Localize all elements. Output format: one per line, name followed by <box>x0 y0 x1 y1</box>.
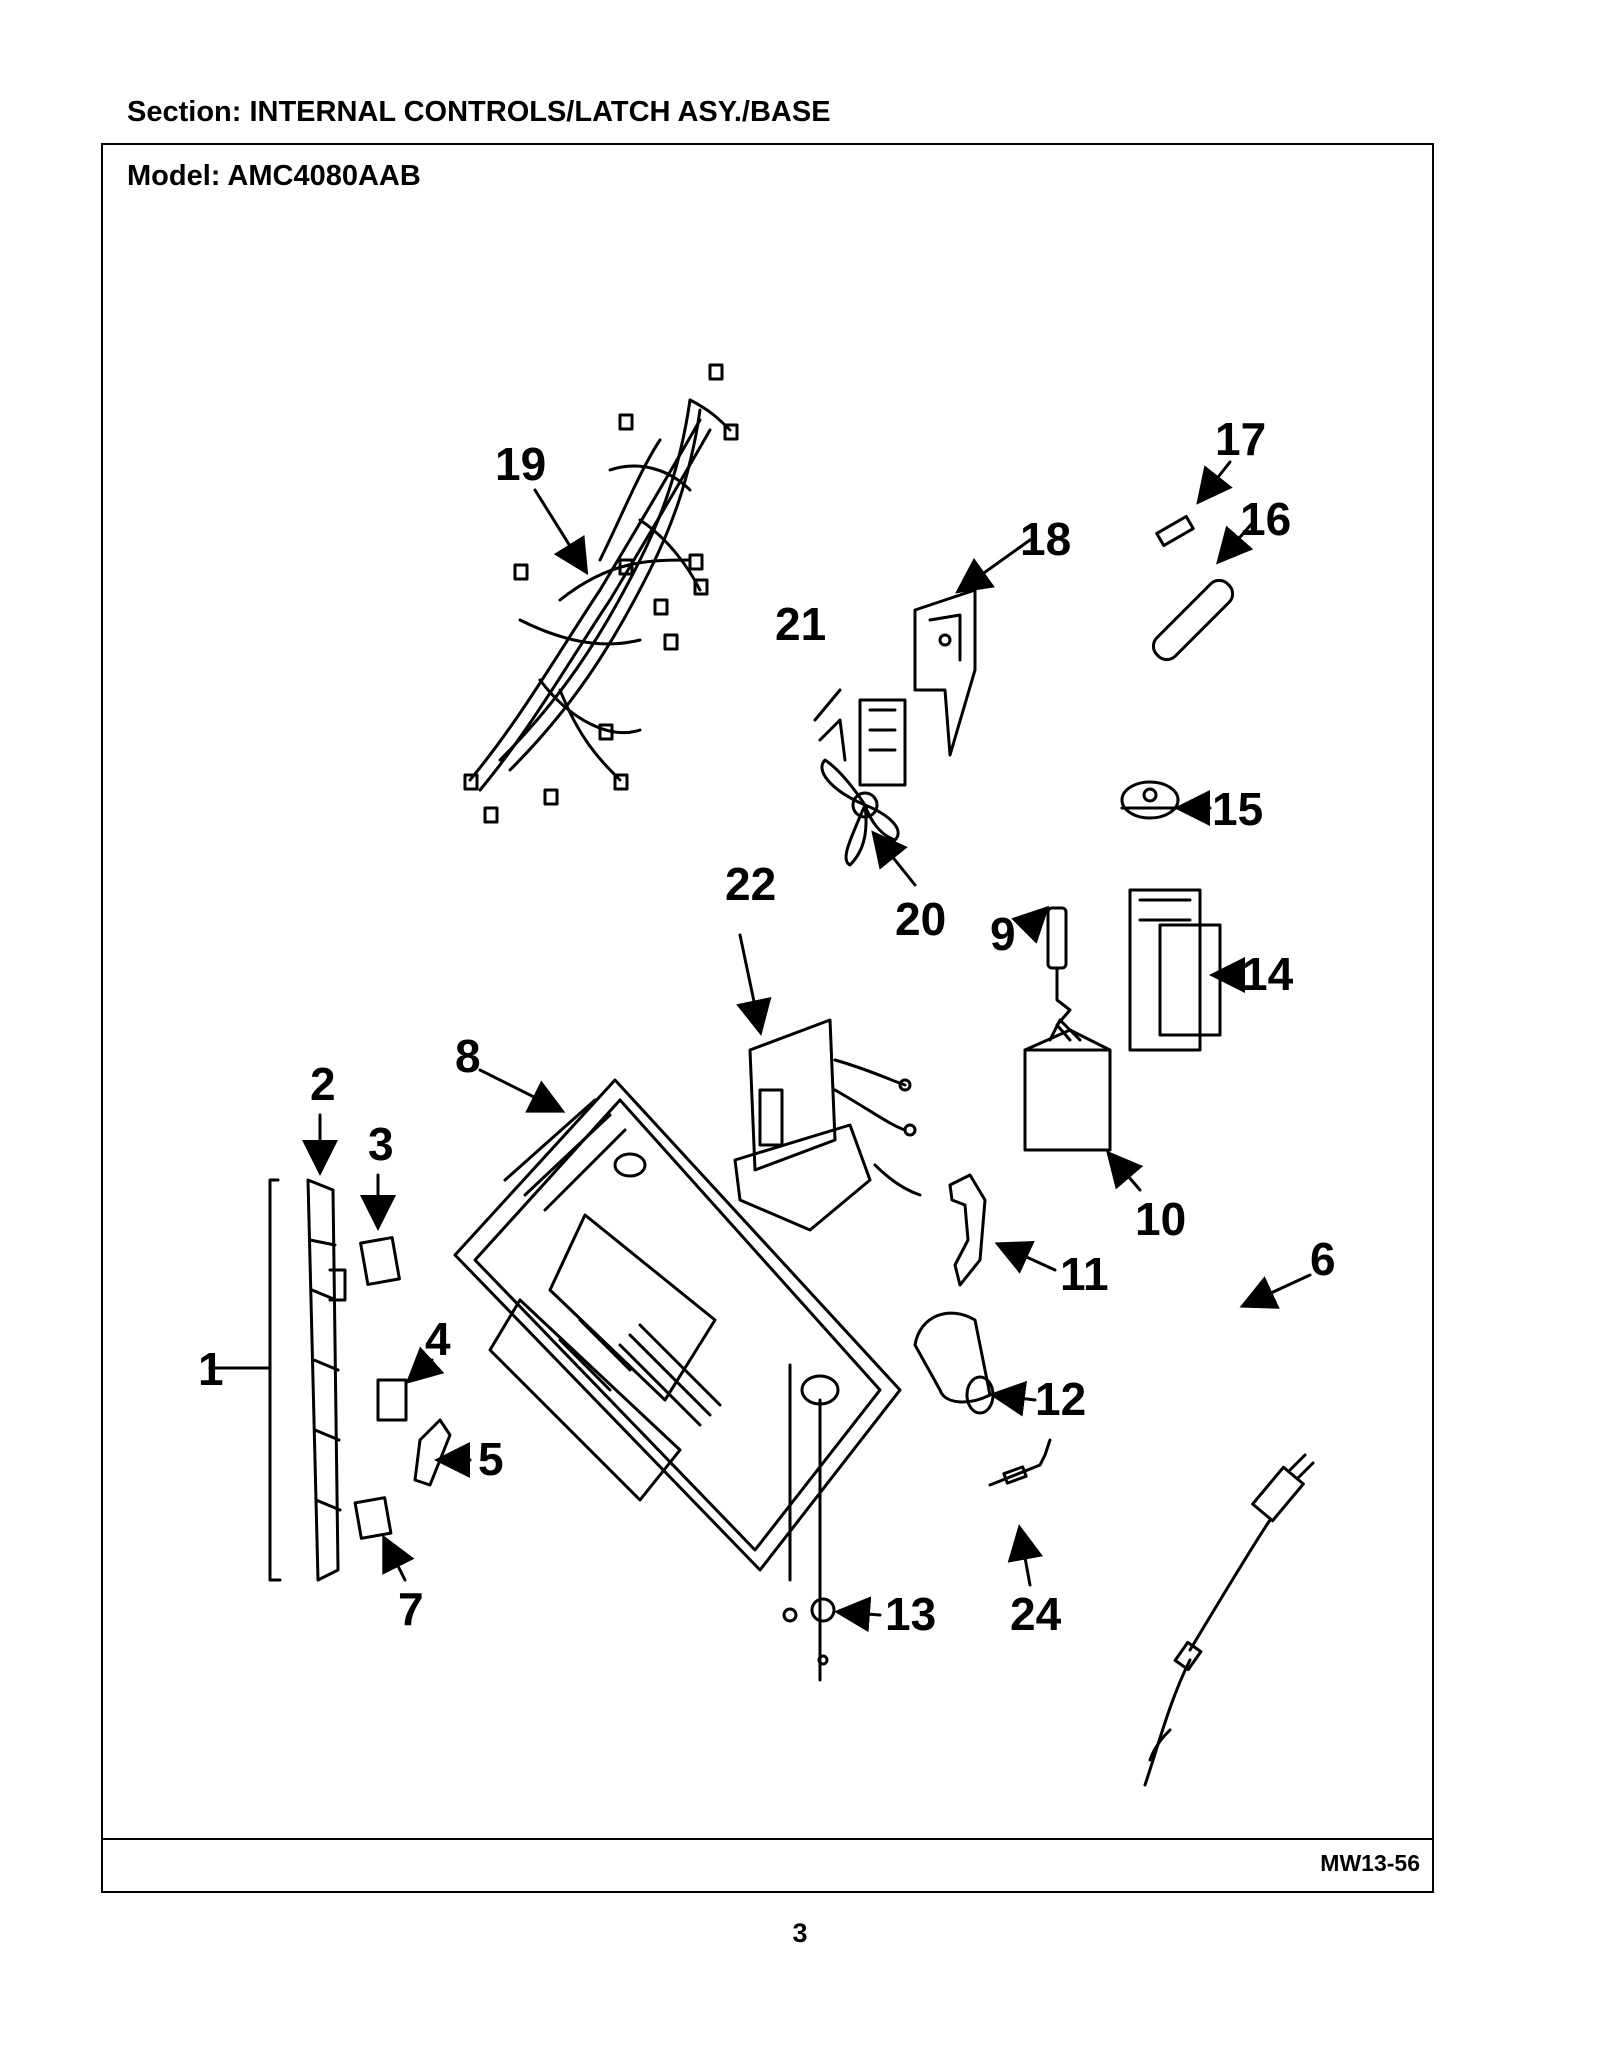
switch-part-lower <box>353 1496 393 1540</box>
clip-part <box>948 1173 987 1287</box>
callout-9: 9 <box>990 908 1016 960</box>
leader-16 <box>1216 518 1257 565</box>
callout-19: 19 <box>495 438 546 490</box>
callout-8: 8 <box>455 1030 481 1082</box>
callout-11: 11 <box>1060 1248 1109 1300</box>
callout-12: 12 <box>1035 1373 1086 1425</box>
callout-20: 20 <box>895 893 946 945</box>
latch-lever-part <box>413 1418 452 1487</box>
callout-14: 14 <box>1242 948 1294 1000</box>
callout-16: 16 <box>1240 493 1291 545</box>
section-title: Section: INTERNAL CONTROLS/LATCH ASY./BA… <box>127 96 831 128</box>
callout-10: 10 <box>1135 1193 1186 1245</box>
callout-2: 2 <box>310 1058 336 1110</box>
callout-24: 24 <box>1010 1588 1062 1640</box>
callout-21: 21 <box>775 598 826 650</box>
leader-13 <box>834 1596 882 1633</box>
leader-21 <box>813 688 842 722</box>
leader-7 <box>382 1534 415 1582</box>
leader-22 <box>736 933 772 1036</box>
wiring-harness-part <box>463 363 739 824</box>
diagram-frame <box>101 143 1434 1893</box>
leader-8 <box>478 1068 566 1113</box>
leader-17 <box>1196 460 1233 505</box>
footer-divider <box>101 1838 1434 1840</box>
resistor-part <box>988 1438 1052 1487</box>
power-cord-part <box>1143 1453 1315 1787</box>
callout-22: 22 <box>725 858 776 910</box>
leader-6 <box>1239 1273 1312 1309</box>
leader-11 <box>994 1241 1057 1274</box>
callout-4: 4 <box>425 1313 451 1365</box>
leader-12 <box>989 1380 1037 1417</box>
callout-13: 13 <box>885 1588 936 1640</box>
monitor-switch-part <box>376 1378 408 1422</box>
model-title: Model: AMC4080AAB <box>127 160 421 192</box>
diagram-code: MW13-56 <box>1320 1850 1420 1876</box>
fuse-holder-part <box>1151 578 1235 662</box>
capacitor-bracket-part <box>1023 1018 1112 1152</box>
switch-part <box>359 1236 401 1286</box>
fuse-part <box>1155 514 1195 548</box>
foot-part <box>782 1597 836 1666</box>
leader-19 <box>533 488 589 576</box>
callout-6: 6 <box>1310 1233 1336 1285</box>
leader-9 <box>1011 905 1050 944</box>
callout-7: 7 <box>398 1583 424 1635</box>
callout-1: 1 <box>198 1343 224 1395</box>
callout-3: 3 <box>368 1118 394 1170</box>
leader-10 <box>1106 1150 1144 1192</box>
transformer-part <box>1128 888 1222 1052</box>
thermal-cutout-part <box>1120 780 1180 820</box>
leader-24 <box>1007 1524 1044 1587</box>
fan-motor-part <box>818 698 907 787</box>
magnetron-part <box>733 1018 922 1232</box>
callout-5: 5 <box>478 1433 504 1485</box>
leader-18 <box>955 538 1032 594</box>
callout-17: 17 <box>1215 413 1266 465</box>
callout-15: 15 <box>1212 783 1263 835</box>
base-plate-part <box>453 1078 902 1682</box>
leader-4 <box>405 1346 445 1385</box>
callout-18: 18 <box>1020 513 1071 565</box>
leader-20 <box>871 830 917 887</box>
capacitor-part <box>913 1311 995 1415</box>
latch-assembly-part <box>208 1178 347 1582</box>
bracket-part <box>913 588 977 757</box>
page-number: 3 <box>792 1918 808 1948</box>
